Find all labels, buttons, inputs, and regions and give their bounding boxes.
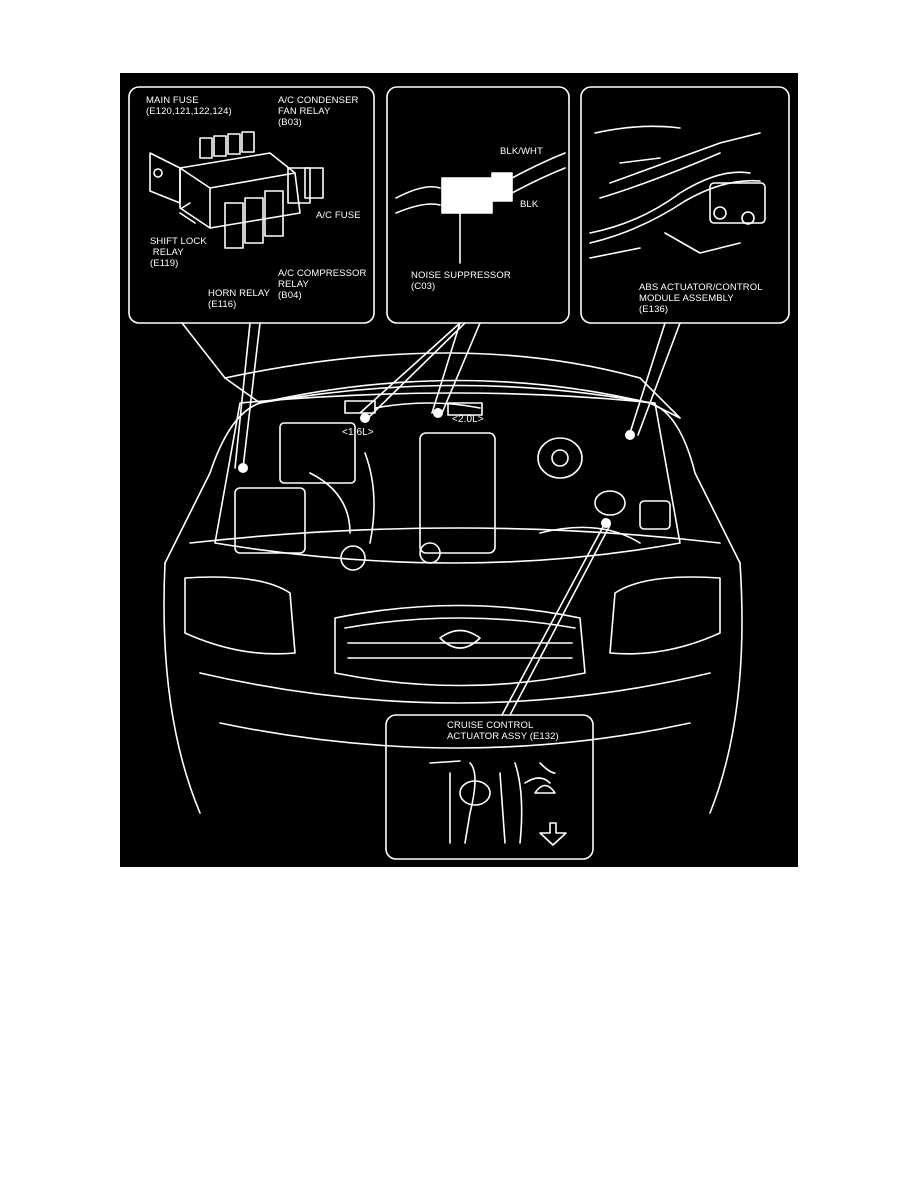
- cruise-actuator-label: CRUISE CONTROL ACTUATOR ASSY (E132): [447, 720, 559, 742]
- blk-wire-label: BLK: [520, 199, 539, 210]
- engine-compartment-diagram: MAIN FUSE (E120,121,122,124) A/C CONDENS…: [120, 73, 798, 867]
- engine-cover: [419, 432, 496, 554]
- blk-wht-wire-label: BLK/WHT: [500, 146, 543, 157]
- noise-suppressor-label: NOISE SUPPRESSOR (C03): [411, 270, 511, 292]
- cruise-callout-frame: [385, 714, 594, 860]
- front-arrow-icon: [539, 822, 567, 846]
- leader-lines: [181, 322, 681, 716]
- hood-outline: [224, 352, 681, 419]
- engine-bay: [214, 392, 681, 564]
- front-grille: [334, 604, 586, 687]
- abs-callout-frame: [580, 86, 790, 324]
- left-headlight: [184, 576, 296, 655]
- vehicle-body: [164, 402, 741, 564]
- noise-suppressor-drawing: [395, 152, 566, 264]
- brake-reservoir: [537, 437, 583, 479]
- ac-fuse-label: A/C FUSE: [316, 210, 361, 221]
- diagram-drawing: [128, 86, 790, 860]
- engine-1-6-tag: <1.6L>: [342, 427, 374, 438]
- emblem: [439, 629, 481, 649]
- right-headlight: [609, 576, 721, 655]
- main-fuse-label: MAIN FUSE (E120,121,122,124): [146, 95, 232, 117]
- abs-module-label: ABS ACTUATOR/CONTROL MODULE ASSEMBLY (E1…: [639, 282, 763, 315]
- cruise-detail-drawing: [429, 760, 567, 846]
- engine-2-0-tag: <2.0L>: [452, 414, 484, 425]
- condenser-fan-relay-label: A/C CONDENSER FAN RELAY (B03): [278, 95, 359, 128]
- cruise-actuator-body: [594, 490, 626, 516]
- horn-relay-label: HORN RELAY (E116): [208, 288, 271, 310]
- ac-compressor-relay-label: A/C COMPRESSOR RELAY (B04): [278, 268, 367, 301]
- noise-suppressor-callout-frame: [386, 86, 570, 324]
- location-dots: [238, 408, 635, 528]
- shift-lock-relay-label: SHIFT LOCK RELAY (E119): [150, 236, 207, 269]
- fuse-box-callout-frame: [128, 86, 375, 324]
- abs-module-drawing: [589, 125, 766, 259]
- fuse-box-drawing: [149, 131, 324, 249]
